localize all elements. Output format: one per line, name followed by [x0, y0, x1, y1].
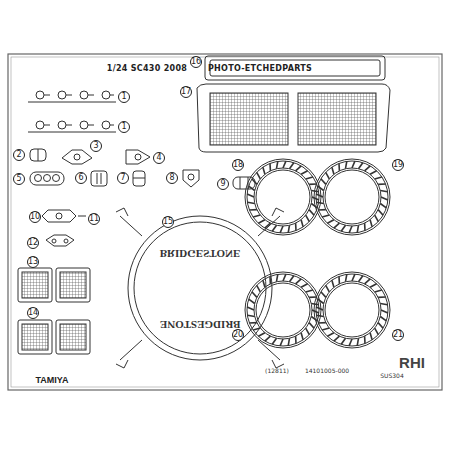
callout-number: 8	[166, 172, 178, 184]
callout-number: 2	[13, 149, 25, 161]
callout-number: 6	[75, 172, 87, 184]
callout-number: 1	[118, 91, 130, 103]
callout-number: 21	[392, 329, 404, 341]
callout-number: 9	[217, 178, 229, 190]
callout-number: 18	[232, 159, 244, 171]
code-text: 14101005-000	[305, 368, 349, 374]
sheet-title: PHOTO-ETCHEDPARTS	[208, 65, 312, 73]
callout-number: 13	[27, 256, 39, 268]
callout-number: 15	[162, 216, 174, 228]
maker-logo: TAMIYA	[35, 376, 68, 385]
callout-number: 17	[180, 86, 192, 98]
brand-text: BRIDGESTONE	[160, 248, 241, 259]
brand-text: BRIDGESTONE	[160, 319, 241, 330]
material-text: SUS304	[380, 373, 403, 379]
callout-number: 12	[27, 237, 39, 249]
callout-number: 1	[118, 121, 130, 133]
callout-number: 14	[27, 307, 39, 319]
callout-number: 7	[117, 172, 129, 184]
callout-number: 10	[29, 211, 41, 223]
callout-number: 19	[392, 159, 404, 171]
callout-number: 11	[88, 213, 100, 225]
callout-number: 5	[13, 173, 25, 185]
callout-number: 16	[190, 56, 202, 68]
callout-number: 4	[153, 152, 165, 164]
watermark: RHI	[399, 355, 425, 370]
code-text: (12811)	[265, 368, 289, 374]
scale-text: 1/24 SC430 2008	[107, 65, 187, 73]
callout-number: 20	[232, 329, 244, 341]
callout-number: 3	[90, 140, 102, 152]
